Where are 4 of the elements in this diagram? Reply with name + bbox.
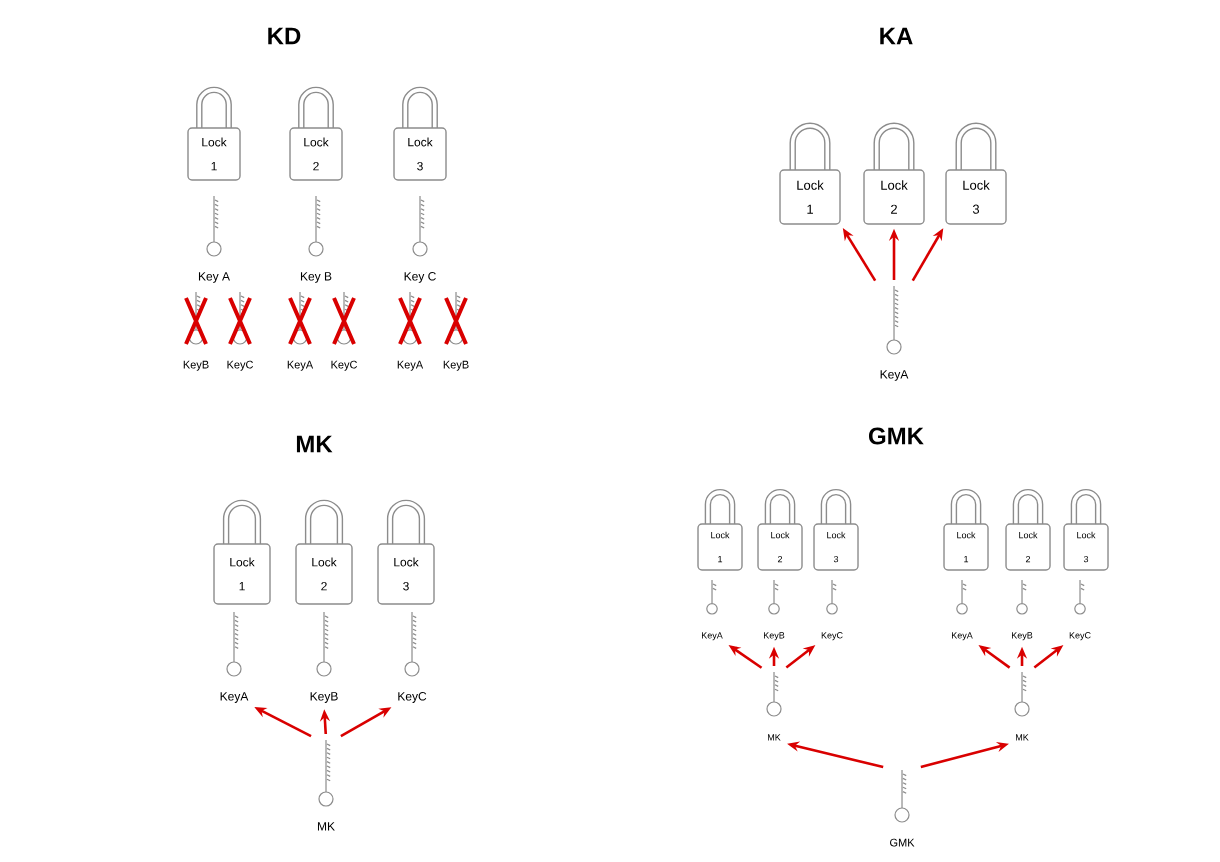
section-title: GMK — [869, 427, 924, 445]
section-title: KA — [880, 27, 913, 45]
section-title: MK — [296, 435, 333, 453]
section-title: KD — [268, 27, 301, 45]
